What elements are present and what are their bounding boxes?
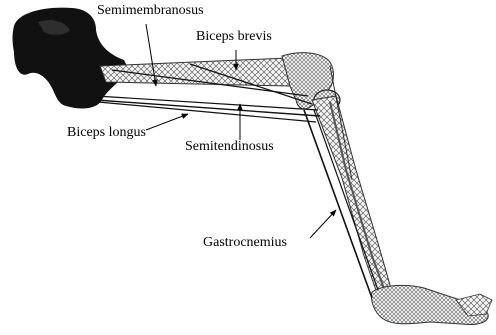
semimembranosus-label: Semimembranosus — [97, 3, 204, 19]
biceps-longus-pointer — [146, 114, 188, 130]
biceps-brevis-label: Biceps brevis — [196, 29, 272, 45]
pelvis-bone — [13, 8, 131, 109]
gastrocnemius-label: Gastrocnemius — [203, 235, 287, 251]
semitendinosus-label: Semitendinosus — [185, 139, 274, 155]
tibia-bone — [312, 96, 392, 296]
biceps-longus-label: Biceps longus — [67, 125, 146, 141]
semitendinosus-muscle — [98, 102, 316, 122]
gastrocnemius-pointer — [310, 210, 336, 238]
